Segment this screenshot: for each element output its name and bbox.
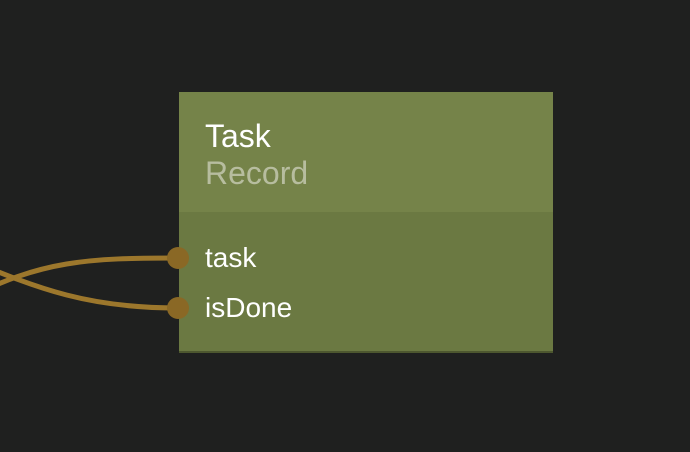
input-port-isdone: isDone <box>179 283 553 333</box>
input-port-label-isdone: isDone <box>205 292 293 323</box>
input-port-label-task: task <box>205 242 257 273</box>
input-port-task: task <box>179 233 553 283</box>
node-body: task isDone <box>179 212 553 333</box>
node-subtitle: Record <box>205 155 309 191</box>
connection-wire-task[interactable] <box>0 255 181 300</box>
connection-wire-isdone[interactable] <box>0 258 181 311</box>
node-title: Task <box>205 118 271 154</box>
input-socket-isdone[interactable] <box>167 297 189 319</box>
input-socket-task[interactable] <box>167 247 189 269</box>
node-header[interactable]: Task Record <box>179 92 553 212</box>
node-task[interactable]: Task Record task isDone <box>179 92 553 353</box>
